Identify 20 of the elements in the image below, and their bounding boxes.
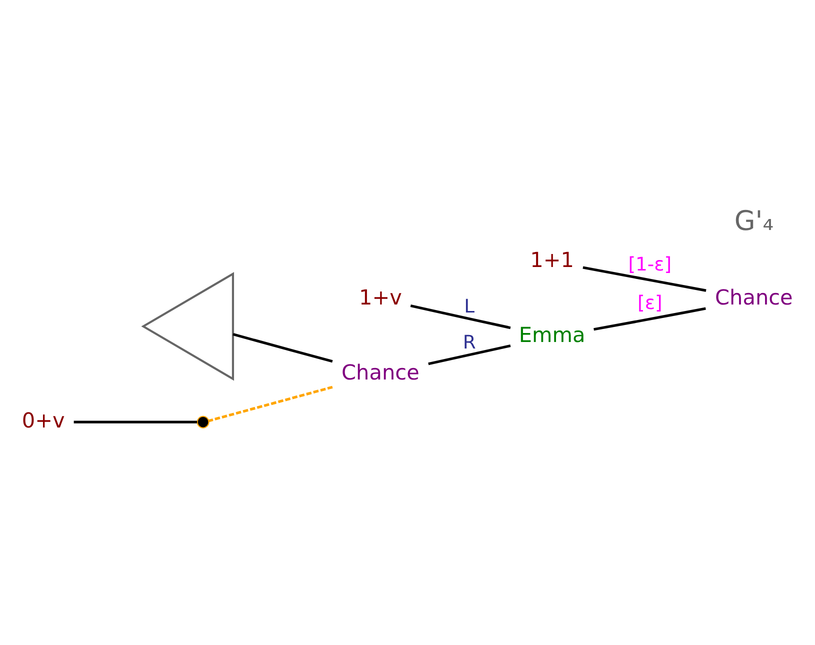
connector (594, 307, 706, 331)
connector (74, 420, 198, 424)
connector (428, 344, 511, 366)
connector (208, 386, 333, 422)
edge-label: R (462, 332, 476, 354)
node-text: Chance (715, 286, 793, 310)
node-text: Chance (342, 360, 420, 384)
node-triangle (141, 272, 234, 381)
node-text: Emma (518, 323, 586, 348)
edge-label: [ε] (638, 293, 662, 314)
node-circle (196, 416, 210, 428)
edge-label: L (464, 296, 475, 318)
node-text: 1+1 (530, 248, 574, 272)
connector (582, 266, 706, 292)
connector (410, 304, 511, 330)
node-text: 1+v (358, 286, 402, 310)
connector (232, 333, 333, 363)
label: G'₄ (734, 206, 774, 237)
node-text: 0+v (22, 408, 65, 432)
edge-label: [1-ε] (628, 254, 672, 276)
